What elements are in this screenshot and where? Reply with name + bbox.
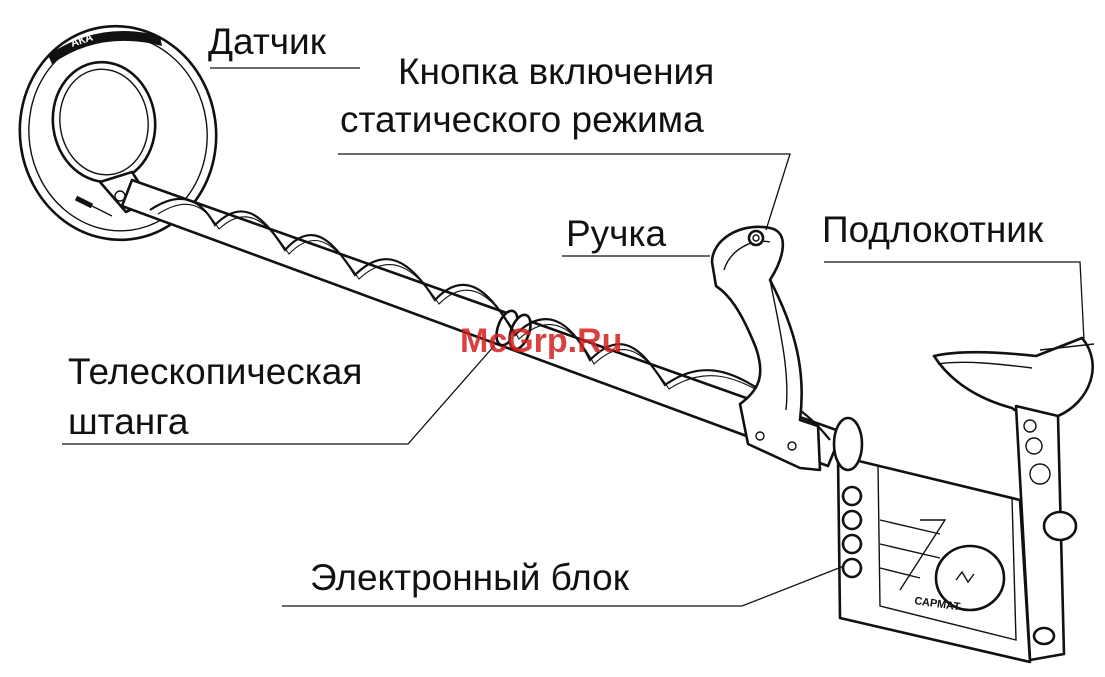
watermark: McGrp.Ru (460, 322, 622, 360)
static-mode-button (749, 231, 763, 245)
control-knob-2 (843, 511, 861, 529)
label-sensor: Датчик (208, 21, 327, 62)
label-handle: Ручка (566, 213, 666, 254)
control-knob-3 (843, 535, 861, 553)
electronic-unit: САРМАТ (834, 418, 1030, 662)
control-knob-4 (843, 559, 861, 577)
label-static-button-line1: Кнопка включения (398, 51, 714, 92)
label-rod-line1: Телескопическая (68, 351, 362, 392)
label-rod-line2: штанга (68, 401, 189, 442)
handle (712, 227, 820, 470)
label-armrest: Подлокотник (822, 209, 1044, 250)
label-static-button-line2: статического режима (340, 99, 704, 140)
label-electronics: Электронный блок (310, 557, 630, 598)
control-knob-1 (843, 487, 861, 505)
